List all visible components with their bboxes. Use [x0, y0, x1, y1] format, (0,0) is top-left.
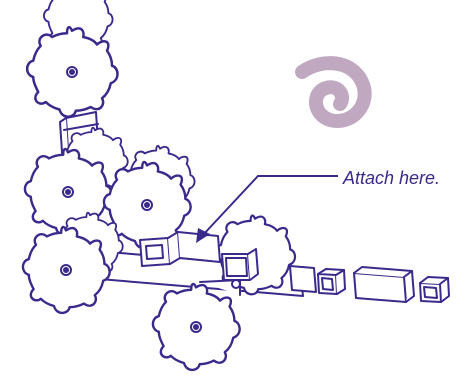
swirl-icon — [302, 63, 365, 121]
callout-label: Attach here. — [343, 168, 440, 189]
gear-bottom — [153, 280, 240, 370]
gear-top — [27, 0, 117, 117]
gear-bottom-left — [23, 213, 123, 313]
exploded-parts — [318, 267, 449, 302]
